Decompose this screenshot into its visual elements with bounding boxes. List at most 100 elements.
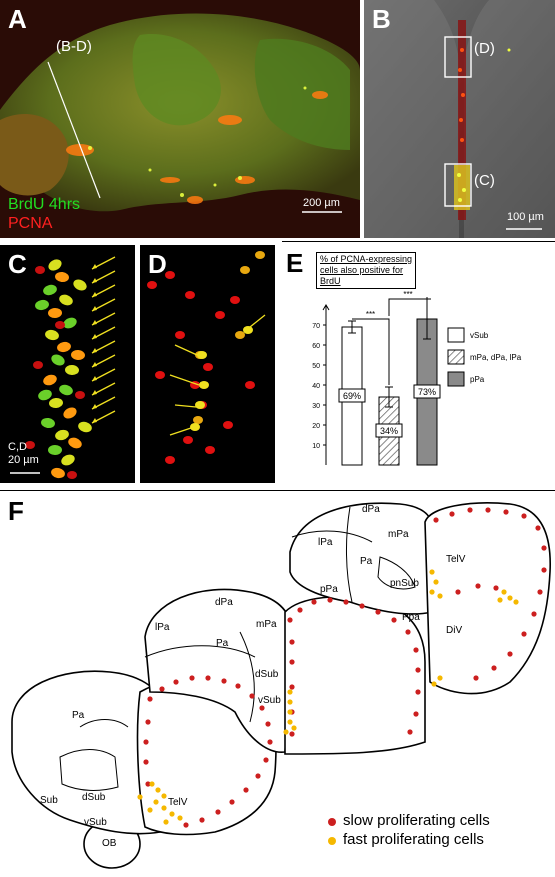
slow-proliferating-cell [189,675,195,681]
slow-proliferating-cell [255,773,261,779]
legend-slow-marker [328,818,336,826]
arrowhead-c [92,320,97,325]
slow-proliferating-cell [145,719,151,725]
cell-d [193,416,203,424]
legend-swatch [447,371,465,387]
fast-proliferating-cell [513,599,519,605]
cell-d [240,266,250,274]
panel-b: B (D) (C) 100 µm [364,0,555,238]
label-pa-left: Pa [72,710,85,721]
cell-c [59,384,73,396]
fast-proliferating-cell [283,729,289,735]
slow-proliferating-cell [205,675,211,681]
label-pnsub: pnSub [390,578,419,589]
cell-d [165,456,175,464]
fast-proliferating-cell [431,681,437,687]
legend-label: vSub [470,331,489,340]
fast-proliferating-cell [437,593,443,599]
cell-d [203,363,213,371]
brain-schematic [11,502,551,869]
slow-proliferating-cell [491,665,497,671]
fast-proliferating-cell [161,805,167,811]
slow-proliferating-cell [327,597,333,603]
slow-proliferating-cell [173,679,179,685]
label-sub: Sub [40,795,58,806]
panel-b-label: B [372,4,391,34]
cell-c [41,417,55,429]
cell-d [230,296,240,304]
arrowhead-c [92,264,97,269]
slow-proliferating-cell [289,731,295,737]
slow-proliferating-cell [263,757,269,763]
arrowhead-c [92,390,97,395]
slow-proliferating-cell [143,739,149,745]
cell-c [51,467,65,479]
slow-proliferating-cell [503,509,509,515]
slow-proliferating-cell [537,589,543,595]
slow-proliferating-cell [297,607,303,613]
panel-c: C C,D 20 µm [0,245,135,483]
legend-fast-label: fast proliferating cells [343,831,484,848]
cell-c [65,364,79,376]
cell-c [33,361,43,369]
cell-c [63,407,77,419]
significance-label: *** [403,290,412,299]
panel-d-label: D [148,249,167,279]
fast-proliferating-cell [163,819,169,825]
panel-a-image [0,13,360,213]
cell-c [75,391,85,399]
chart-title-box: % of PCNA-expressing cells also positive… [316,252,417,289]
y-tick-label: 40 [312,383,320,390]
box-c-label: (C) [474,172,495,189]
arrow-d [169,427,192,436]
y-tick-label: 70 [312,323,320,330]
chart-title-line-1: % of PCNA-expressing [320,254,413,264]
slow-proliferating-cell [199,817,205,823]
slow-proliferating-cell [485,507,491,513]
slow-proliferating-cell [265,721,271,727]
label-mpa-top: mPa [388,529,409,540]
slow-proliferating-cell [287,617,293,623]
slow-proliferating-cell [259,705,265,711]
slow-proliferating-cell [375,609,381,615]
slow-proliferating-cell [467,507,473,513]
data-label-box [413,384,441,399]
slow-proliferating-cell [159,686,165,692]
arrowhead-c [92,306,97,311]
slow-proliferating-cell [147,696,153,702]
label-ob: OB [102,838,117,849]
fast-proliferating-cell [137,794,143,800]
cell-c [35,299,49,311]
label-lpa-mid: lPa [155,622,170,633]
cell-c [49,397,63,409]
slow-proliferating-cell [475,583,481,589]
slow-proliferating-cell [493,585,499,591]
cell-c [78,421,92,433]
slow-proliferating-cell [359,603,365,609]
label-telv-left: TelV [168,797,188,808]
cell-c [45,329,59,341]
scale-caption-c: C,D [8,441,27,453]
cell-c [59,294,73,306]
legend-slow-label: slow proliferating cells [343,812,490,829]
panel-d-image [147,251,266,464]
slow-proliferating-cell [473,675,479,681]
label-dsub-mid: dSub [255,669,279,680]
cell-c [35,266,45,274]
legend-pcna: PCNA [8,215,53,232]
slow-proliferating-cell [405,629,411,635]
slow-proliferating-cell [145,781,151,787]
slow-proliferating-cell [243,787,249,793]
arrow-d [174,404,197,408]
cell-c [61,454,75,466]
fast-proliferating-cell [433,579,439,585]
slow-proliferating-cell [407,729,413,735]
cell-d [245,381,255,389]
arrow-d [249,314,266,328]
panel-d: D [140,245,275,483]
cell-d [183,436,193,444]
cell-d [199,381,209,389]
arrow-d [169,374,200,386]
cell-c [55,321,65,329]
